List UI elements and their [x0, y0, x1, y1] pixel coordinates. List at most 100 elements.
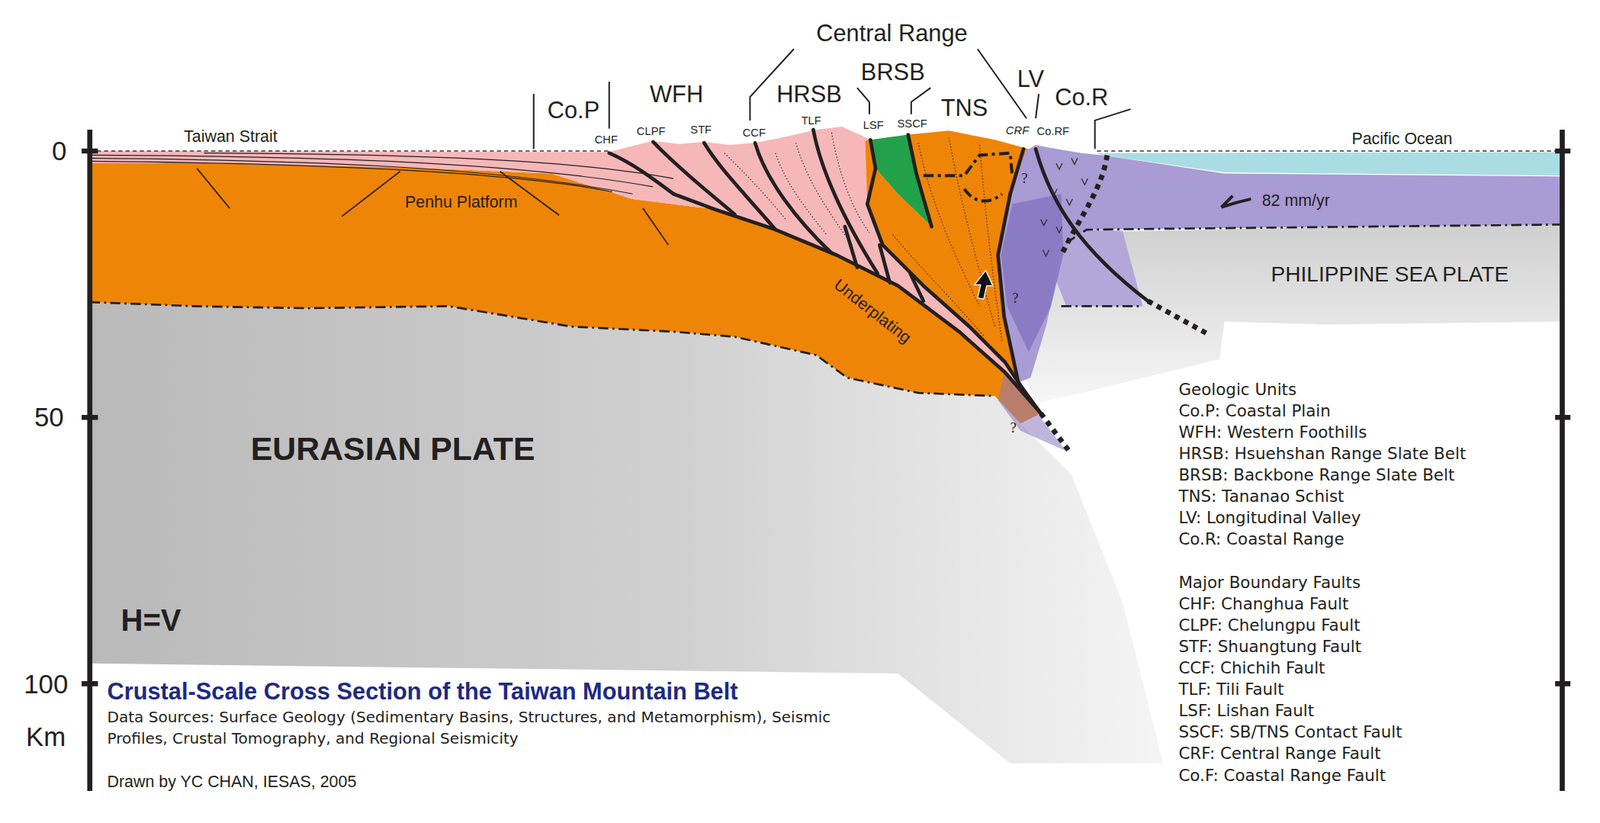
depth-unit: Km — [25, 723, 66, 751]
bracket-line — [1035, 93, 1039, 119]
fault-line — [998, 148, 1041, 414]
volcanic-marks — [1040, 157, 1089, 256]
figure-title: Crustal-Scale Cross Section of the Taiwa… — [106, 680, 738, 704]
schist-boundary — [963, 189, 1003, 202]
legend-line: HRSB: Hsuehshan Range Slate Belt — [1178, 446, 1466, 463]
unit-label: BRSB — [861, 61, 926, 85]
fault-label: CHF — [594, 134, 618, 146]
depth-axis — [1559, 129, 1565, 791]
range-label: Central Range — [816, 22, 968, 46]
uplift-arrow — [974, 270, 993, 299]
legend-line: Major Boundary Faults — [1178, 574, 1361, 591]
legend-line: CCF: Chichih Fault — [1178, 660, 1325, 677]
moho-line — [1061, 305, 1144, 308]
moho-line — [1066, 224, 1562, 243]
unit-label: Co.R — [1054, 86, 1109, 110]
bracket-line — [533, 93, 535, 149]
rate-label: 82 mm/yr — [1262, 192, 1331, 209]
legend-line: CRF: Central Range Fault — [1178, 745, 1381, 762]
fault-label: TLF — [801, 115, 822, 127]
axis-tick — [1555, 151, 1571, 684]
legend-line: Geologic Units — [1178, 381, 1297, 398]
fault-line — [1035, 148, 1148, 301]
legend-line: STF: Shuangtung Fault — [1178, 639, 1362, 656]
axis-tick — [81, 151, 98, 684]
depth-number: 100 — [23, 670, 68, 698]
legend-line: CLPF: Chelungpu Fault — [1178, 616, 1360, 633]
fault-label: CCF — [742, 127, 766, 139]
sediment-wedge — [89, 126, 1026, 399]
unit-label: LV — [1017, 67, 1045, 92]
cleavage-line — [893, 234, 985, 338]
cleavage-line — [796, 142, 853, 245]
philippine-crust — [998, 144, 1563, 383]
normal-fault — [341, 171, 400, 217]
query-mark: ? — [1009, 421, 1016, 437]
place-label: Penhu Platform — [404, 193, 518, 210]
motion-arrow — [1221, 195, 1252, 208]
strata-line — [89, 154, 654, 187]
legend-line: SSCF: SB/TNS Contact Fault — [1178, 724, 1402, 741]
fault-label: Co.RF — [1037, 125, 1070, 138]
scale-note: H=V — [120, 604, 181, 636]
unit-label: Co.P — [547, 98, 600, 123]
fault-line — [673, 193, 1041, 414]
plate-label: PHILIPPINE SEA PLATE — [1270, 263, 1509, 285]
strata-line — [204, 153, 674, 179]
query-mark: ? — [1021, 171, 1028, 187]
fault-label: SSCF — [897, 118, 928, 130]
unit-label: WFH — [649, 83, 704, 107]
legend-line: TNS: Tananao Schist — [1178, 488, 1344, 505]
moho-line — [89, 302, 996, 396]
ocean-water — [1096, 151, 1562, 176]
depth-number: 50 — [34, 404, 65, 431]
inferred-fault — [1061, 154, 1108, 255]
depth-axis — [86, 129, 93, 791]
legend-line: BRSB: Backbone Range Slate Belt — [1178, 467, 1455, 484]
bracket-line — [857, 87, 870, 115]
depth-number: 0 — [51, 138, 67, 165]
slab-tip — [998, 369, 1067, 451]
fault-line — [910, 273, 924, 302]
fault-line — [844, 226, 858, 268]
credit-line: Drawn by YC CHAN, IESAS, 2005 — [106, 773, 357, 790]
legend-line: Co.R: Coastal Range — [1178, 531, 1344, 548]
legend-line: CHF: Changhua Fault — [1178, 595, 1349, 612]
bracket-line — [911, 87, 931, 115]
fault-label: CRF — [1005, 125, 1029, 137]
place-label: Pacific Ocean — [1351, 130, 1453, 147]
fault-label: CLPF — [636, 125, 666, 138]
fault-line — [908, 134, 932, 227]
plate-label: EURASIAN PLATE — [250, 432, 536, 466]
fault-line — [867, 139, 1025, 393]
normal-fault — [642, 208, 669, 245]
unit-label: HRSB — [776, 83, 842, 107]
cleavage-line — [831, 132, 870, 233]
legend-line: WFH: Western Foothills — [1178, 424, 1367, 441]
place-label: Taiwan Strait — [183, 128, 278, 145]
inferred-fault — [1147, 301, 1209, 335]
unit-label: TNS — [941, 96, 989, 120]
legend-line: LV: Longitudinal Valley — [1178, 510, 1361, 527]
figure-caption: Data Sources: Surface Geology (Sedimenta… — [106, 706, 868, 750]
query-mark: ? — [1012, 292, 1019, 307]
sea-level — [89, 150, 1563, 152]
fault-label: LSF — [863, 119, 884, 132]
philippine-mantle — [1020, 222, 1562, 404]
bracket-line — [608, 81, 611, 129]
legend-line: TLF: Tili Fault — [1178, 681, 1284, 698]
process-label: Underplating — [831, 276, 915, 347]
legend-line: Co.P: Coastal Plain — [1178, 403, 1331, 420]
schist-boundary — [923, 153, 1013, 176]
normal-fault — [196, 168, 230, 209]
arc-root — [1001, 193, 1064, 352]
slate-belt — [870, 134, 932, 227]
fault-line — [879, 244, 890, 283]
legend-line: LSF: Lishan Fault — [1178, 703, 1315, 720]
strata-line — [89, 160, 613, 192]
legend-line: Co.F: Coastal Range Fault — [1178, 767, 1386, 784]
bracket-line — [1095, 109, 1131, 149]
inferred-fault — [1040, 413, 1072, 455]
fault-line — [609, 153, 674, 195]
fault-label: STF — [690, 124, 712, 136]
